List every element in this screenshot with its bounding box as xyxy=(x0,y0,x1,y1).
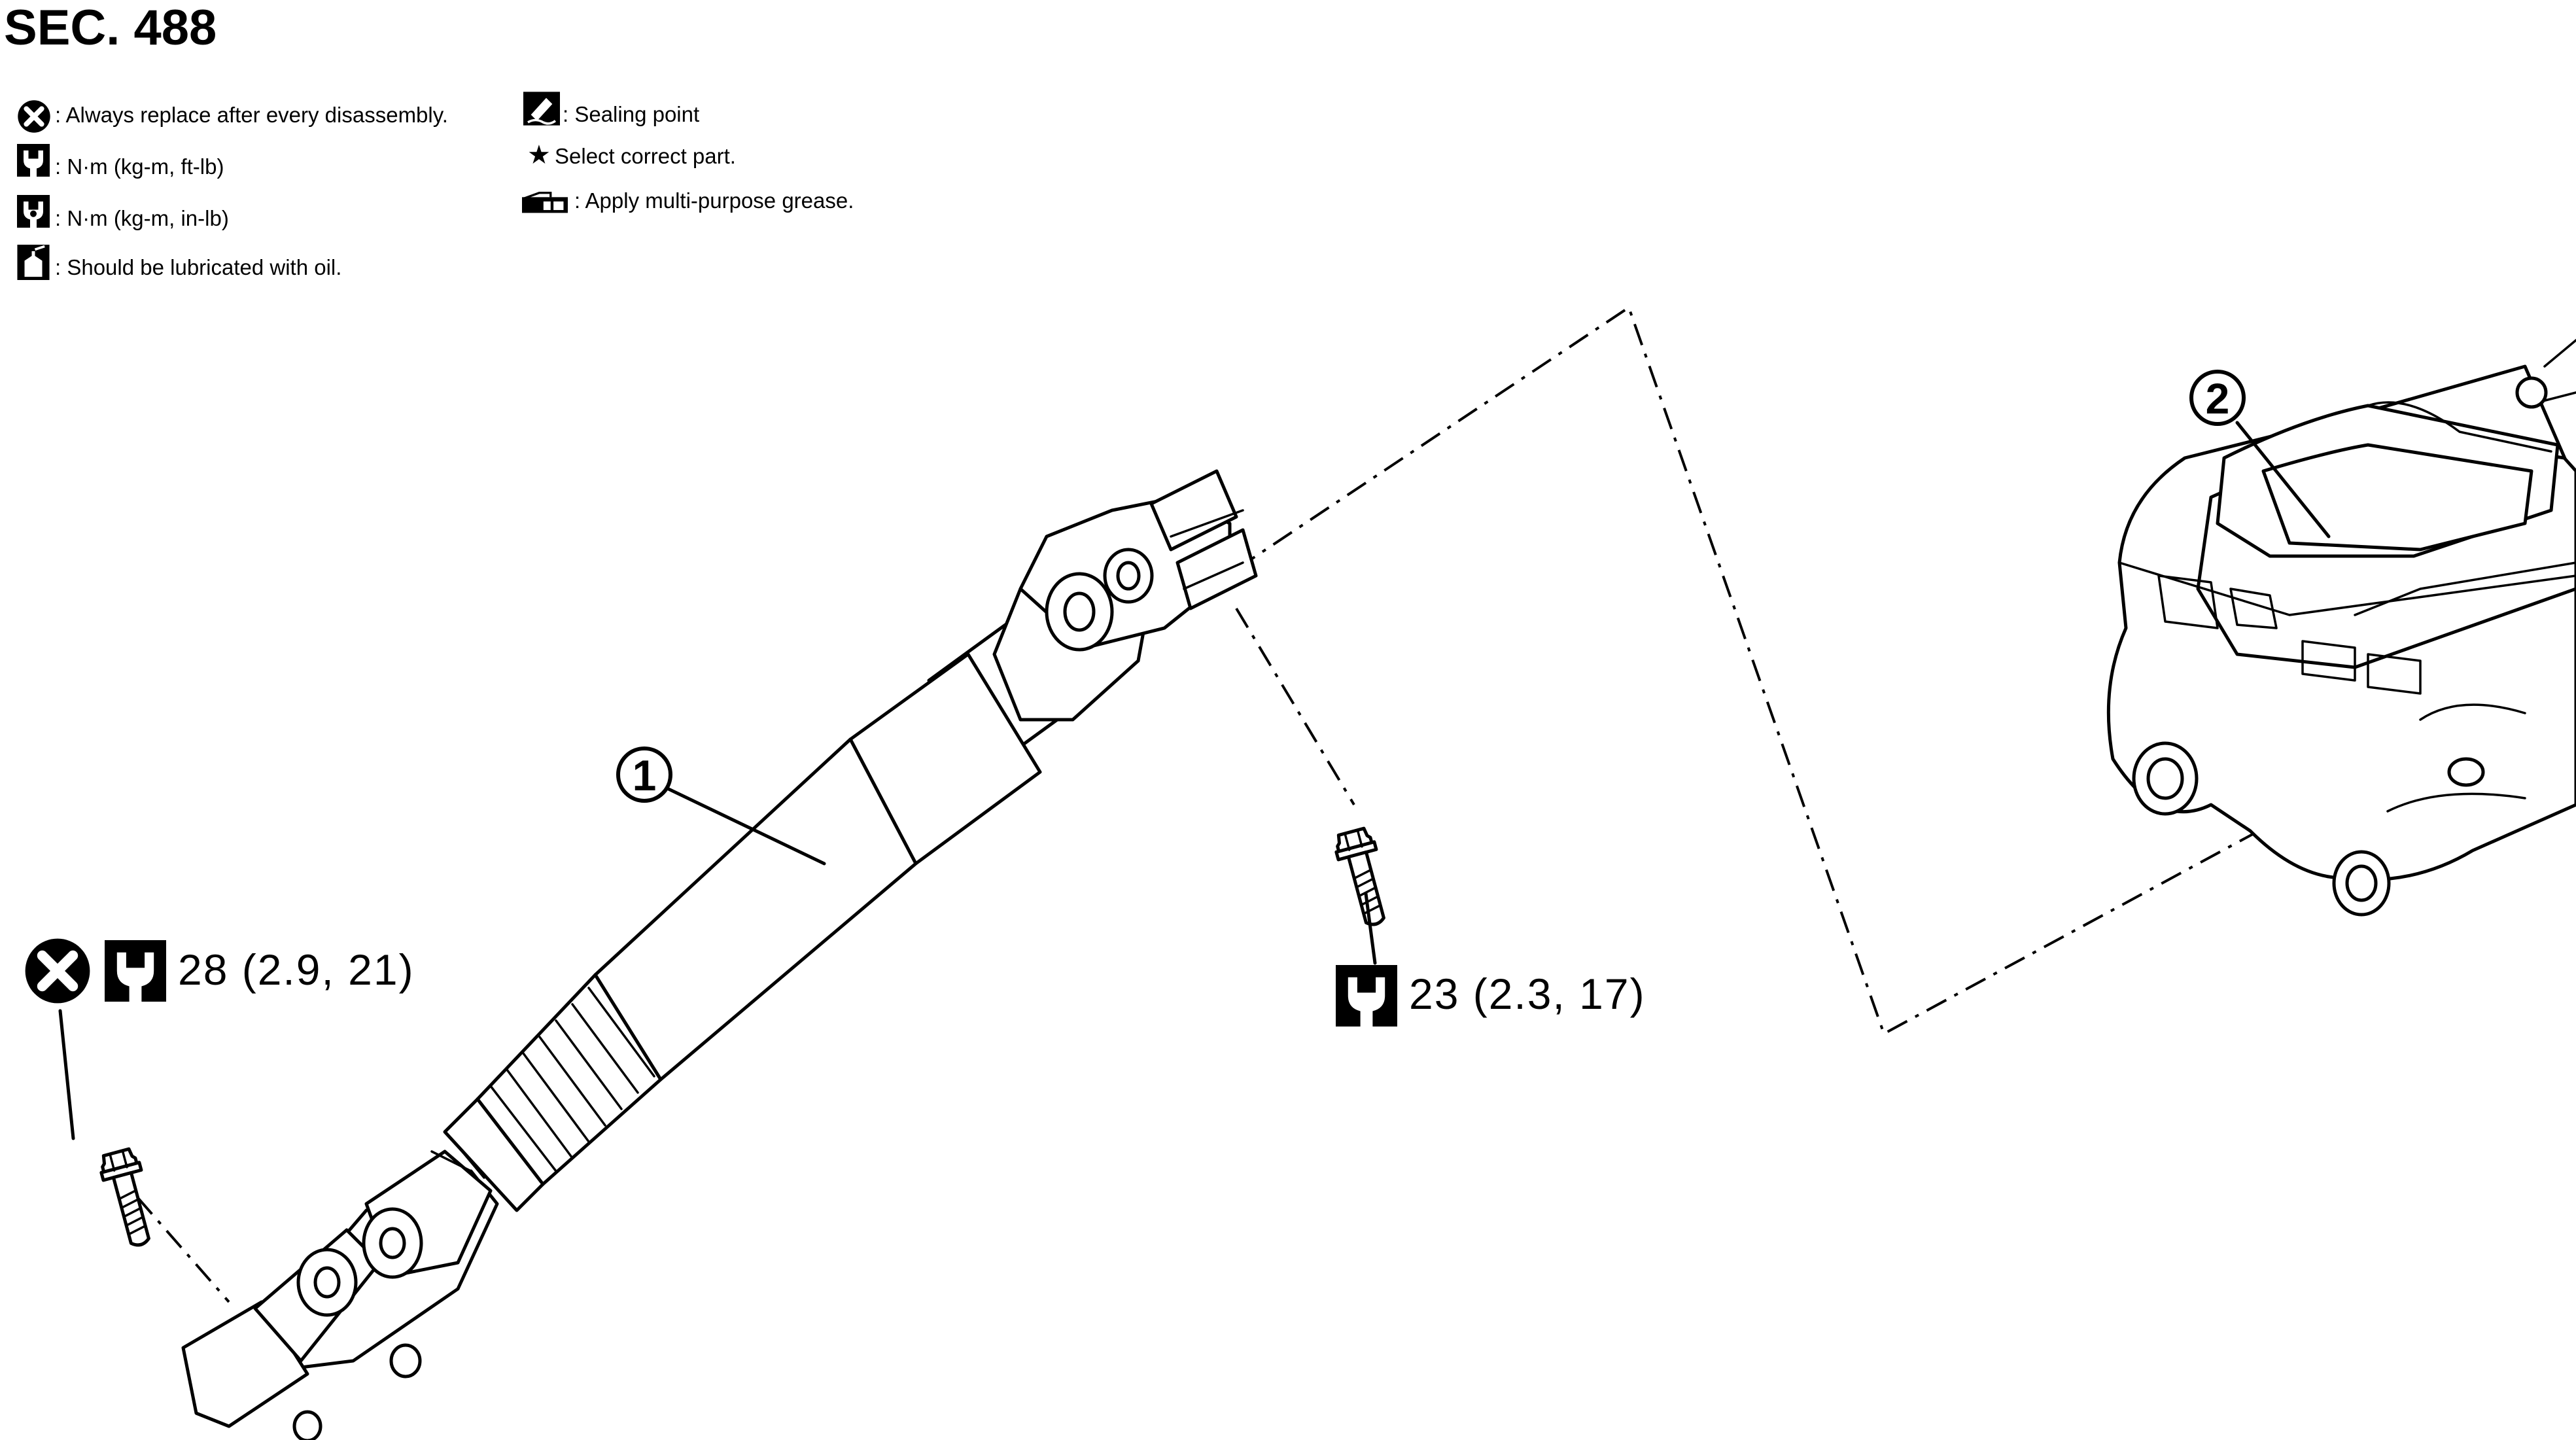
legend-torque-inlb: : N·m (kg-m, in-lb) xyxy=(55,206,229,230)
lower-yoke-bolt xyxy=(97,1148,160,1250)
section-title: SEC. 488 xyxy=(4,0,217,56)
sealing-point-icon xyxy=(523,92,560,126)
upper-yoke-bolt xyxy=(1332,827,1395,930)
steering-column-shaft xyxy=(181,469,1258,1440)
torque-wrench-inlb-icon xyxy=(17,195,50,228)
torque-spec-lower: 28 (2.9, 21) xyxy=(26,939,415,1140)
legend-torque-ftlb: : N·m (kg-m, ft-lb) xyxy=(55,154,224,179)
oil-can-icon xyxy=(17,245,50,280)
steering-column-assembly xyxy=(2106,339,2576,917)
torque-wrench-icon xyxy=(105,940,166,1002)
grease-gun-icon xyxy=(522,193,568,213)
legend: : Always replace after every disassembly… xyxy=(17,92,854,280)
callout-1-label: 1 xyxy=(633,751,657,799)
torque-wrench-ftlb-icon xyxy=(17,144,50,177)
legend-sealing-point: : Sealing point xyxy=(563,102,699,126)
callout-1: 1 xyxy=(616,746,826,866)
star-icon: ★ xyxy=(527,140,551,170)
torque-wrench-icon xyxy=(1336,965,1397,1027)
legend-lubricate-oil: : Should be lubricated with oil. xyxy=(55,255,341,279)
torque-value-lower: 28 (2.9, 21) xyxy=(178,945,415,994)
callout-2-label: 2 xyxy=(2206,374,2230,423)
always-replace-icon xyxy=(18,100,50,132)
callout-2: 2 xyxy=(2189,370,2331,538)
assembly-guide-lines xyxy=(136,305,2284,1303)
legend-apply-grease: : Apply multi-purpose grease. xyxy=(574,188,854,213)
torque-spec-upper: 23 (2.3, 17) xyxy=(1336,892,1646,1027)
legend-select-part: Select correct part. xyxy=(555,144,736,168)
torque-value-upper: 23 (2.3, 17) xyxy=(1409,970,1646,1018)
always-replace-icon xyxy=(26,939,90,1004)
legend-always-replace: : Always replace after every disassembly… xyxy=(55,103,448,127)
